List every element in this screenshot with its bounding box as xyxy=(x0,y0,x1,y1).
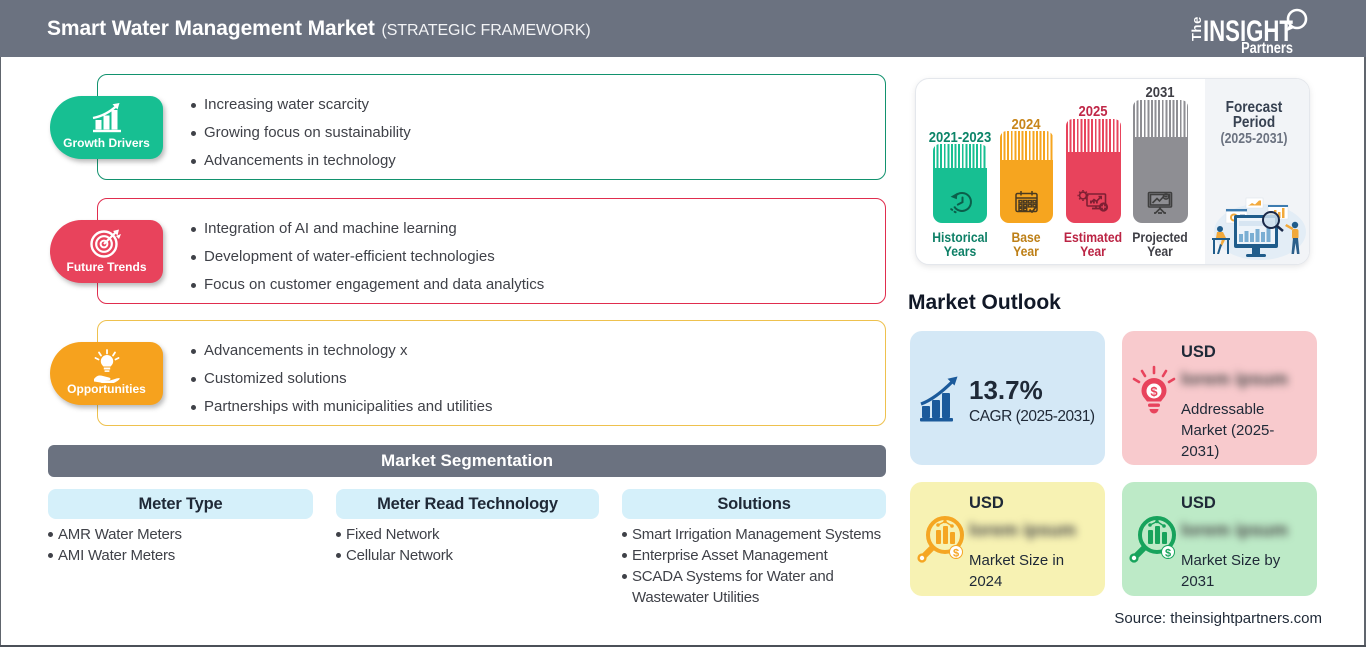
svg-text:$: $ xyxy=(1150,384,1158,399)
svg-text:Partners: Partners xyxy=(1241,40,1293,55)
svg-text:$: $ xyxy=(953,548,959,560)
svg-text:$: $ xyxy=(1165,548,1171,560)
svg-text:INSIGHT: INSIGHT xyxy=(1203,14,1293,48)
svg-text:The: The xyxy=(1189,16,1204,41)
